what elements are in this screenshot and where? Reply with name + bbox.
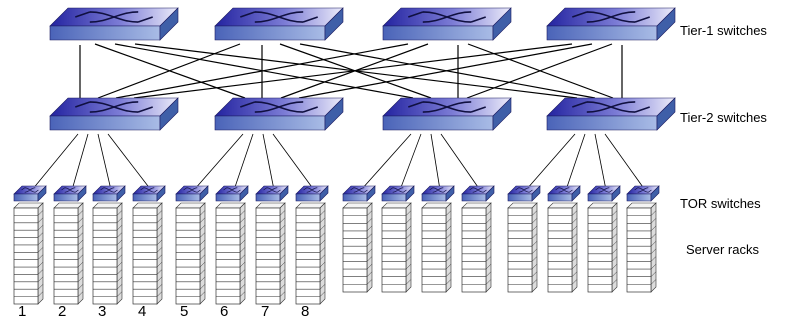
tor-switch bbox=[342, 185, 376, 202]
server-rack bbox=[53, 202, 84, 305]
tier1-label: Tier-1 switches bbox=[680, 23, 767, 38]
tor-switch bbox=[13, 185, 47, 202]
server-rack bbox=[507, 202, 538, 293]
tor-switch bbox=[295, 185, 329, 202]
rack-number: 5 bbox=[180, 303, 188, 320]
rack-number-group: 1 2 3 4 5 6 7 8 bbox=[18, 303, 309, 320]
server-rack bbox=[587, 202, 618, 293]
server-rack bbox=[626, 202, 657, 293]
tier2-label: Tier-2 switches bbox=[680, 110, 767, 125]
rack-number: 6 bbox=[220, 303, 228, 320]
server-rack bbox=[132, 202, 163, 305]
switch-group bbox=[13, 7, 676, 202]
server-rack-group bbox=[13, 202, 657, 305]
tor-switch bbox=[53, 185, 87, 202]
rack-number: 3 bbox=[98, 303, 106, 320]
server-rack bbox=[175, 202, 206, 305]
server-rack bbox=[295, 202, 326, 305]
rack-number: 1 bbox=[18, 303, 26, 320]
server-rack bbox=[381, 202, 412, 293]
tor-switch bbox=[255, 185, 289, 202]
server-rack bbox=[461, 202, 492, 293]
server-rack bbox=[92, 202, 123, 305]
tor-switch bbox=[626, 185, 660, 202]
tor-switch bbox=[175, 185, 209, 202]
tor-switch bbox=[215, 185, 249, 202]
tier2-switch bbox=[382, 97, 512, 131]
rack-number: 4 bbox=[138, 303, 146, 320]
rack-number: 7 bbox=[261, 303, 269, 320]
tor-switch bbox=[461, 185, 495, 202]
tor-switch bbox=[587, 185, 621, 202]
tor-switch bbox=[92, 185, 126, 202]
tor-switch bbox=[421, 185, 455, 202]
rack-number: 2 bbox=[58, 303, 66, 320]
tier1-switch bbox=[214, 7, 344, 41]
server-rack bbox=[342, 202, 373, 293]
link-wires bbox=[31, 43, 646, 191]
tier1-switch bbox=[546, 7, 676, 41]
tor-switch bbox=[507, 185, 541, 202]
tier2-switch bbox=[49, 97, 179, 131]
tier2-switch bbox=[546, 97, 676, 131]
tier2-switch bbox=[214, 97, 344, 131]
server-rack bbox=[255, 202, 286, 305]
server-rack bbox=[215, 202, 246, 305]
server-rack bbox=[13, 202, 44, 305]
tor-switch bbox=[381, 185, 415, 202]
server-rack bbox=[547, 202, 578, 293]
tor-switch bbox=[132, 185, 166, 202]
tier1-switch bbox=[49, 7, 179, 41]
server-racks-label: Server racks bbox=[686, 242, 759, 257]
tor-switch bbox=[547, 185, 581, 202]
tor-label: TOR switches bbox=[680, 196, 761, 211]
server-rack bbox=[421, 202, 452, 293]
tier1-switch bbox=[382, 7, 512, 41]
rack-number: 8 bbox=[301, 303, 309, 320]
